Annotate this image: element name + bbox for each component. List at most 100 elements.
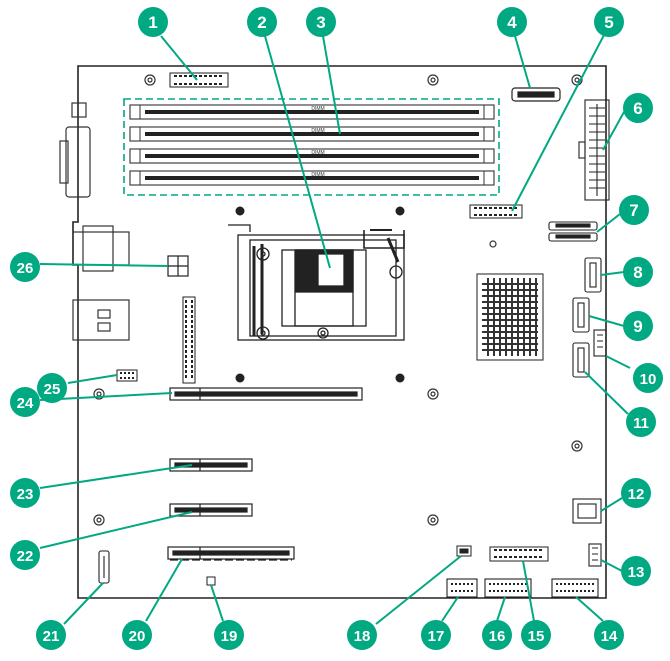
sata-connectors bbox=[572, 257, 602, 378]
leader-lines bbox=[39, 34, 631, 625]
callout-8: 8 bbox=[623, 257, 653, 287]
connector-21 bbox=[98, 550, 110, 584]
callout-number: 4 bbox=[507, 13, 517, 32]
callout-number: 23 bbox=[17, 486, 34, 503]
leader-line-17 bbox=[441, 596, 459, 622]
callout-number: 22 bbox=[17, 548, 34, 565]
leader-line-15 bbox=[522, 560, 535, 622]
pcie-slot-22 bbox=[169, 503, 253, 517]
leader-line-6 bbox=[602, 111, 625, 151]
callout-number: 2 bbox=[257, 13, 266, 32]
leader-line-9 bbox=[588, 315, 625, 327]
callout-circle bbox=[37, 373, 67, 403]
callout-21: 21 bbox=[36, 620, 66, 650]
callout-26: 26 bbox=[10, 252, 40, 282]
callout-circle bbox=[521, 620, 551, 650]
callout-circle bbox=[594, 7, 624, 37]
callout-number: 8 bbox=[633, 263, 642, 282]
callout-17: 17 bbox=[421, 620, 451, 650]
callout-circle bbox=[619, 195, 649, 225]
leader-line-18 bbox=[375, 555, 462, 625]
callout-12: 12 bbox=[621, 478, 651, 508]
callout-2: 2 bbox=[247, 7, 277, 37]
callout-number: 17 bbox=[428, 628, 445, 645]
callout-number: 25 bbox=[44, 381, 61, 398]
leader-line-14 bbox=[575, 596, 604, 622]
dimm-slots: DIMM DIMM DIMM DIMM bbox=[123, 98, 500, 196]
dimm-silk-label: DIMM bbox=[311, 172, 324, 178]
callout-circle bbox=[621, 556, 651, 586]
connector-7 bbox=[548, 221, 598, 242]
callout-20: 20 bbox=[122, 620, 152, 650]
callout-circle bbox=[497, 7, 527, 37]
leader-line-20 bbox=[145, 558, 183, 622]
callout-number: 19 bbox=[221, 628, 238, 645]
callout-1: 1 bbox=[138, 7, 168, 37]
main-power-connector bbox=[578, 99, 610, 201]
chipset-heatsink bbox=[476, 273, 544, 361]
callout-number: 24 bbox=[17, 395, 34, 412]
connector-4 bbox=[511, 87, 561, 102]
callout-circle bbox=[626, 407, 656, 437]
connector-17 bbox=[446, 578, 478, 598]
connector-14 bbox=[551, 578, 599, 598]
callout-circle bbox=[247, 7, 277, 37]
callout-4: 4 bbox=[497, 7, 527, 37]
header-15 bbox=[489, 546, 549, 562]
callout-18: 18 bbox=[347, 620, 377, 650]
callout-number: 15 bbox=[528, 628, 545, 645]
callout-circle bbox=[421, 620, 451, 650]
callout-number: 14 bbox=[601, 628, 618, 645]
callout-number: 12 bbox=[628, 486, 645, 503]
callout-circle bbox=[306, 7, 336, 37]
callout-number: 10 bbox=[640, 371, 657, 388]
pcie-slot-x16-24 bbox=[169, 387, 363, 401]
leader-line-1 bbox=[160, 35, 198, 81]
callout-5: 5 bbox=[594, 7, 624, 37]
callout-number: 1 bbox=[148, 13, 157, 32]
leader-line-7 bbox=[596, 213, 621, 233]
callout-number: 5 bbox=[604, 13, 613, 32]
processor-socket bbox=[228, 224, 405, 341]
mounting-holes bbox=[93, 74, 583, 526]
callout-circle bbox=[347, 620, 377, 650]
callout-circle bbox=[10, 478, 40, 508]
callout-circle bbox=[594, 620, 624, 650]
callout-15: 15 bbox=[521, 620, 551, 650]
leader-line-16 bbox=[496, 596, 506, 622]
pcie-slot-23 bbox=[169, 458, 253, 472]
callout-25: 25 bbox=[37, 373, 67, 403]
pcie-slot-20 bbox=[167, 546, 295, 561]
leader-line-10 bbox=[605, 355, 631, 369]
callout-23: 23 bbox=[10, 478, 40, 508]
callout-circle bbox=[10, 387, 40, 417]
screw-standoffs bbox=[235, 206, 405, 383]
callout-11: 11 bbox=[626, 407, 656, 437]
leader-line-22 bbox=[39, 511, 193, 549]
callout-14: 14 bbox=[594, 620, 624, 650]
callout-circle bbox=[10, 540, 40, 570]
callout-circle bbox=[138, 7, 168, 37]
callout-circle bbox=[623, 93, 653, 123]
leader-line-4 bbox=[514, 35, 531, 89]
callout-number: 13 bbox=[628, 564, 645, 581]
leader-line-25 bbox=[67, 374, 118, 384]
callout-number: 26 bbox=[17, 260, 34, 277]
callout-circle bbox=[10, 252, 40, 282]
leader-line-3 bbox=[322, 35, 341, 135]
callout-7: 7 bbox=[619, 195, 649, 225]
callout-circle bbox=[623, 311, 653, 341]
front-panel-header bbox=[169, 72, 229, 88]
callout-circle bbox=[214, 620, 244, 650]
connector-16 bbox=[484, 578, 532, 598]
leader-line-11 bbox=[584, 371, 629, 415]
callout-number: 18 bbox=[354, 628, 371, 645]
leader-line-5 bbox=[511, 34, 605, 212]
callout-circle bbox=[623, 257, 653, 287]
callout-number: 21 bbox=[43, 628, 60, 645]
callout-number: 3 bbox=[316, 13, 325, 32]
callout-10: 10 bbox=[633, 363, 663, 393]
